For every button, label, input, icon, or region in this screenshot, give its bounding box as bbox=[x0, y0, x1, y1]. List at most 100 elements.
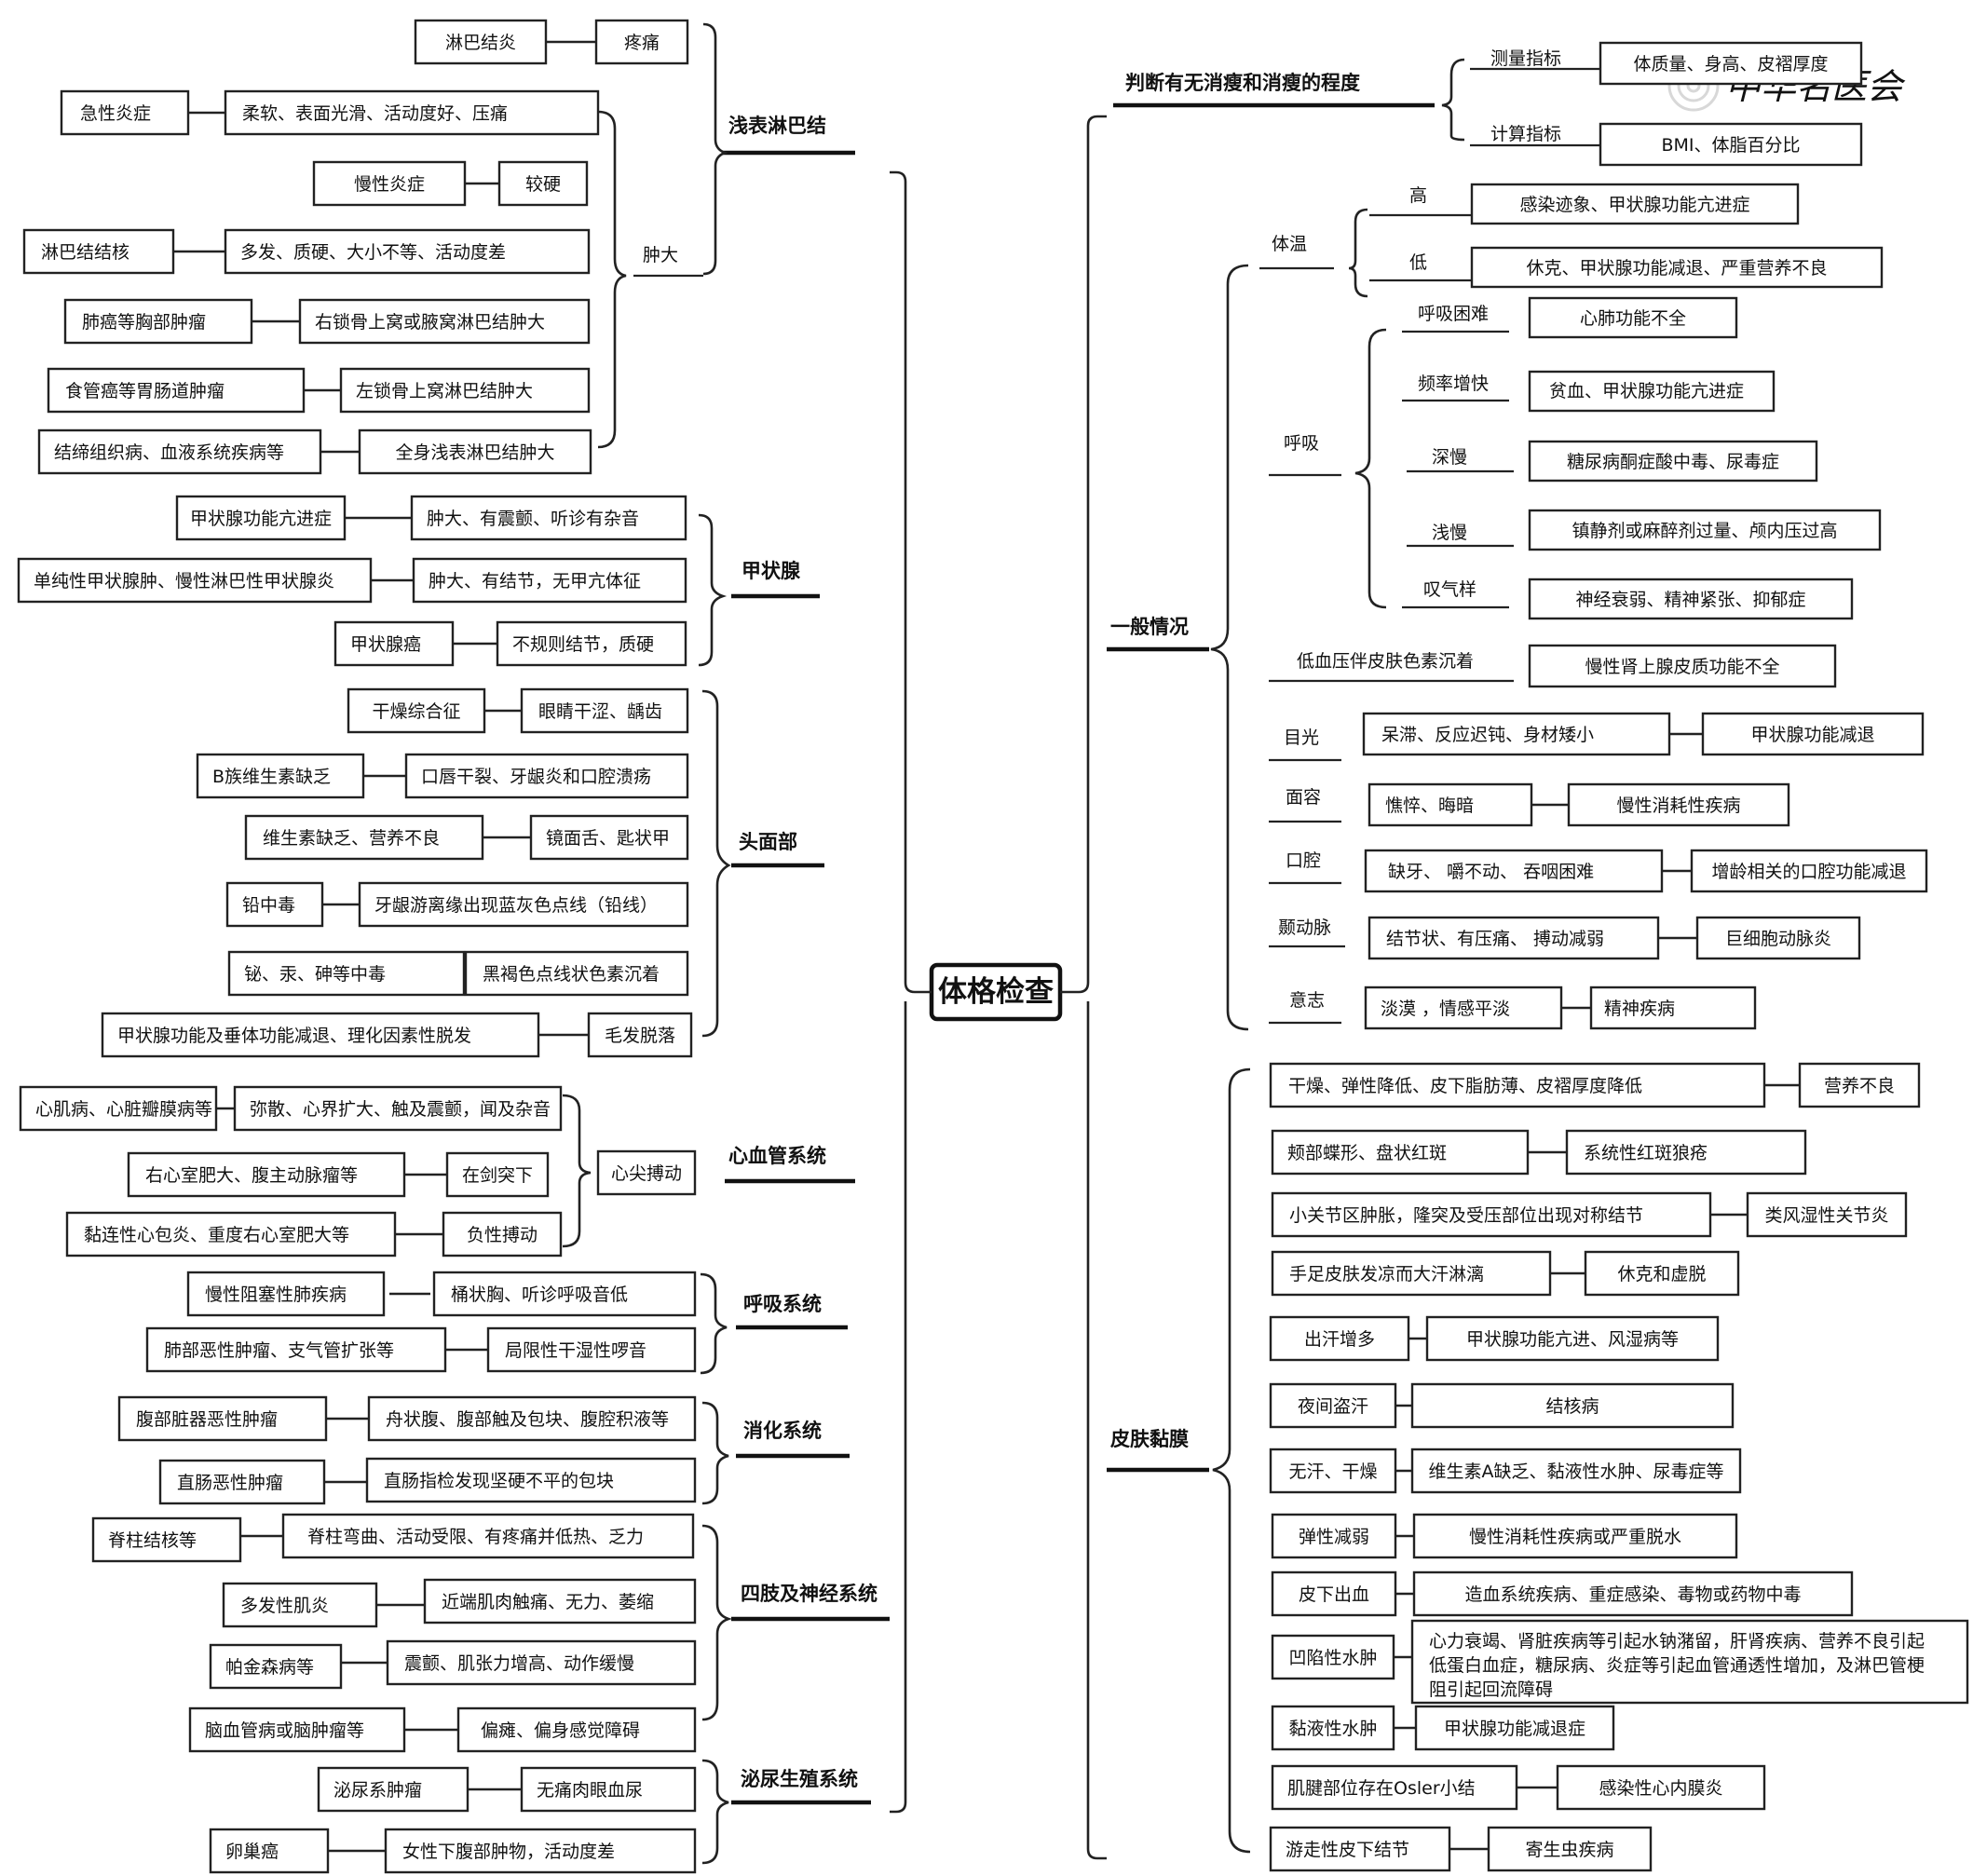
head-1-sign: 口唇干裂、牙龈炎和口腔溃疡 bbox=[421, 767, 651, 787]
limbs-1-cause: 多发性肌炎 bbox=[240, 1596, 329, 1616]
branch-thyroid: 甲状腺 甲状腺功能亢进症 肿大、有震颤、听诊有杂音 单纯性甲状腺肿、慢性淋巴性甲… bbox=[17, 495, 820, 667]
skin-10-value: 甲状腺功能减退症 bbox=[1444, 1719, 1585, 1739]
cardio-0-cause: 心肌病、心脏瓣膜病等 bbox=[35, 1099, 212, 1120]
lymph-4-sign: 左锁骨上窝淋巴结肿大 bbox=[356, 381, 533, 401]
lymph-5-sign: 全身浅表淋巴结肿大 bbox=[395, 442, 554, 463]
huxi-item-3-label: 浅慢 bbox=[1432, 523, 1467, 543]
branch-head: 头面部 干燥综合征 眼睛干涩、龋齿 B族维生素缺乏 口唇干裂、牙龈炎和口腔溃疡 … bbox=[101, 687, 824, 1058]
branch-general: 一般情况 体温 高 感染迹象、甲状腺功能亢进症 低 休克、甲状腺功能减退、严重营… bbox=[1107, 183, 1928, 1031]
branch-uro: 泌尿生殖系统 泌尿系肿瘤 无痛肉眼血尿 卵巢癌 女性下腹部肿物，活动度差 bbox=[209, 1759, 871, 1874]
head-title: 头面部 bbox=[739, 831, 797, 853]
branch-xiaoshou: 判断有无消瘦和消瘦的程度 测量指标 体质量、身高、皮褶厚度 计算指标 BMI、体… bbox=[1113, 41, 1863, 167]
lymph-0-cause: 急性炎症 bbox=[80, 103, 151, 124]
skin-title: 皮肤黏膜 bbox=[1110, 1428, 1189, 1450]
head-5-sign: 毛发脱落 bbox=[605, 1026, 675, 1046]
skin-5-value: 结核病 bbox=[1545, 1396, 1599, 1417]
head-2-sign: 镜面舌、匙状甲 bbox=[546, 828, 670, 849]
lymph-0-sign: 柔软、表面光滑、活动度好、压痛 bbox=[242, 103, 508, 124]
skin-12-sign: 游走性皮下结节 bbox=[1286, 1840, 1409, 1860]
xiaoshou-label-1: 计算指标 bbox=[1490, 124, 1561, 144]
skin-3-value: 休克和虚脱 bbox=[1617, 1264, 1706, 1285]
skin-9-sign: 凹陷性水肿 bbox=[1288, 1648, 1377, 1668]
uro-0-cause: 泌尿系肿瘤 bbox=[333, 1780, 422, 1801]
limbs-1-sign: 近端肌肉触痛、无力、萎缩 bbox=[442, 1592, 654, 1612]
general-title: 一般情况 bbox=[1110, 616, 1189, 638]
resp-1-cause: 肺部恶性肿瘤、支气管扩张等 bbox=[164, 1340, 394, 1361]
skin-2-sign: 小关节区肿胀，隆突及受压部位出现对称结节 bbox=[1289, 1205, 1643, 1226]
root-left-connector bbox=[890, 170, 932, 1814]
skin-11-value: 感染性心内膜炎 bbox=[1599, 1778, 1722, 1799]
huxi-item-4-label: 叹气样 bbox=[1423, 579, 1476, 600]
head-4-cause: 铋、汞、砷等中毒 bbox=[244, 964, 386, 985]
other-4-sign: 淡漠 ，情感平淡 bbox=[1381, 999, 1510, 1019]
skin-7-value: 慢性消耗性疾病或严重脱水 bbox=[1469, 1527, 1681, 1547]
other-4-label: 意志 bbox=[1289, 990, 1325, 1011]
digest-title: 消化系统 bbox=[743, 1420, 822, 1442]
cardio-1-cause: 右心室肥大、腹主动脉瘤等 bbox=[145, 1165, 358, 1186]
head-5-cause: 甲状腺功能及垂体功能减退、理化因素性脱发 bbox=[117, 1026, 471, 1046]
head-1-cause: B族维生素缺乏 bbox=[212, 767, 331, 787]
resp-1-sign: 局限性干湿性啰音 bbox=[505, 1340, 646, 1361]
branch-digest: 消化系统 腹部脏器恶性肿瘤 舟状腹、腹部触及包块、腹腔积液等 直肠恶性肿瘤 直肠… bbox=[117, 1395, 850, 1505]
lymph-title: 浅表淋巴结 bbox=[728, 115, 826, 137]
branch-skin: 皮肤黏膜 干燥、弹性降低、皮下脂肪薄、皮褶厚度降低 营养不良 颊部蝶形、盘状红斑… bbox=[1107, 1062, 1969, 1872]
huxi-item-0-label: 呼吸困难 bbox=[1418, 304, 1489, 324]
xiaoshou-label-0: 测量指标 bbox=[1490, 48, 1561, 69]
lymph-tongtong-sign: 疼痛 bbox=[624, 33, 660, 53]
tiwen-gao-value: 感染迹象、甲状腺功能亢进症 bbox=[1519, 195, 1749, 215]
tiwen-di: 低 bbox=[1409, 252, 1427, 273]
other-0-sign: 呆滞、反应迟钝、身材矮小 bbox=[1381, 725, 1594, 745]
skin-2-value: 类风湿性关节炎 bbox=[1764, 1205, 1888, 1226]
limbs-0-sign: 脊柱弯曲、活动受限、有疼痛并低热、乏力 bbox=[307, 1527, 644, 1547]
xiaoshou-value-1: BMI、体脂百分比 bbox=[1661, 135, 1800, 156]
limbs-3-cause: 脑血管病或脑肿瘤等 bbox=[205, 1720, 364, 1741]
cardio-2-cause: 黏连性心包炎、重度右心室肥大等 bbox=[84, 1225, 349, 1245]
lymph-1-sign: 较硬 bbox=[525, 174, 561, 195]
skin-12-value: 寄生虫疾病 bbox=[1525, 1840, 1613, 1860]
branch-cardio: 心血管系统 心尖搏动 心肌病、心脏瓣膜病等 弥散、心界扩大、触及震颤，闻及杂音 … bbox=[19, 1085, 855, 1257]
skin-1-sign: 颊部蝶形、盘状红斑 bbox=[1287, 1143, 1447, 1163]
skin-0-sign: 干燥、弹性降低、皮下脂肪薄、皮褶厚度降低 bbox=[1288, 1076, 1642, 1096]
head-3-sign: 牙龈游离缘出现蓝灰色点线（铅线） bbox=[374, 895, 658, 916]
tiwen-label: 体温 bbox=[1272, 234, 1307, 254]
cardio-1-sign: 在剑突下 bbox=[462, 1165, 533, 1186]
skin-8-value: 造血系统疾病、重症感染、毒物或药物中毒 bbox=[1464, 1584, 1801, 1605]
digest-0-sign: 舟状腹、腹部触及包块、腹腔积液等 bbox=[386, 1409, 669, 1430]
skin-4-value: 甲状腺功能亢进、风湿病等 bbox=[1466, 1329, 1679, 1350]
head-0-sign: 眼睛干涩、龋齿 bbox=[538, 701, 662, 722]
cardio-0-sign: 弥散、心界扩大、触及震颤，闻及杂音 bbox=[250, 1099, 551, 1120]
other-2-label: 口腔 bbox=[1286, 850, 1321, 871]
lymph-zhongda: 肿大 bbox=[643, 245, 678, 265]
other-2-value: 增龄相关的口腔功能减退 bbox=[1711, 862, 1906, 882]
skin-6-value: 维生素A缺乏、黏液性水肿、尿毒症等 bbox=[1429, 1461, 1724, 1482]
xiaoshou-title: 判断有无消瘦和消瘦的程度 bbox=[1125, 72, 1360, 94]
huxi-item-1-label: 频率增快 bbox=[1418, 374, 1489, 394]
head-4-sign: 黑褐色点线状色素沉着 bbox=[483, 964, 660, 985]
limbs-2-sign: 震颤、肌张力增高、动作缓慢 bbox=[404, 1653, 634, 1674]
xiaoshou-value-0: 体质量、身高、皮褶厚度 bbox=[1633, 54, 1828, 75]
lymph-5-cause: 结缔组织病、血液系统疾病等 bbox=[54, 442, 284, 463]
other-1-value: 慢性消耗性疾病 bbox=[1616, 795, 1740, 816]
resp-0-sign: 桶状胸、听诊呼吸音低 bbox=[451, 1285, 628, 1305]
limbs-title: 四肢及神经系统 bbox=[741, 1583, 878, 1605]
uro-1-sign: 女性下腹部肿物，活动度差 bbox=[402, 1842, 615, 1862]
skin-5-sign: 夜间盗汗 bbox=[1298, 1396, 1368, 1417]
other-0-label: 目光 bbox=[1284, 727, 1319, 748]
huxi-label: 呼吸 bbox=[1284, 433, 1319, 454]
skin-9-value-line-2: 阻引起回流障碍 bbox=[1429, 1679, 1553, 1700]
huxi-item-2-value: 糖尿病酮症酸中毒、尿毒症 bbox=[1567, 452, 1779, 472]
thyroid-2-sign: 不规则结节，质硬 bbox=[512, 634, 654, 655]
huxi-item-1-value: 贫血、甲状腺功能亢进症 bbox=[1549, 381, 1744, 401]
cardio-title: 心血管系统 bbox=[728, 1145, 826, 1167]
cardio-2-sign: 负性搏动 bbox=[467, 1225, 537, 1245]
huxi-item-0-value: 心肺功能不全 bbox=[1580, 308, 1686, 329]
limbs-2-cause: 帕金森病等 bbox=[225, 1657, 314, 1678]
other-4-value: 精神疾病 bbox=[1604, 999, 1675, 1019]
limbs-0-cause: 脊柱结核等 bbox=[108, 1530, 197, 1551]
head-0-cause: 干燥综合征 bbox=[372, 701, 460, 722]
lymph-2-cause: 淋巴结结核 bbox=[41, 242, 129, 263]
branch-resp: 呼吸系统 慢性阻塞性肺疾病 桶状胸、听诊呼吸音低 肺部恶性肿瘤、支气管扩张等 局… bbox=[145, 1271, 848, 1375]
skin-6-sign: 无汗、干燥 bbox=[1288, 1461, 1377, 1482]
huxi-item-2-label: 深慢 bbox=[1432, 447, 1467, 468]
